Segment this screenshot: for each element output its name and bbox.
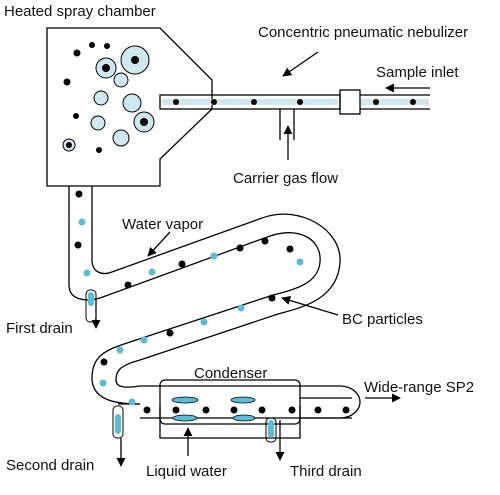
- condenser-jacket: [159, 379, 301, 425]
- label-bc-particles: BC particles: [342, 311, 423, 328]
- second-drain-water: [115, 414, 121, 434]
- third-drain-water: [268, 420, 274, 438]
- tube-particles: [74, 190, 350, 414]
- nebulizer-bore: [162, 99, 338, 105]
- sample-inlet-tube: [360, 94, 430, 110]
- first-drain-water: [88, 292, 94, 306]
- condenser-liquid: [171, 396, 256, 422]
- outlet-tube: [300, 397, 352, 419]
- carrier-gas-tube: [279, 109, 295, 140]
- condenser-tube-bottom: [118, 403, 340, 419]
- label-sample-inlet: Sample inlet: [376, 64, 459, 81]
- water-vapor-arrow: [147, 231, 171, 257]
- label-liquid-water: Liquid water: [146, 463, 227, 480]
- condenser-tube-end: [339, 385, 361, 419]
- label-first-drain: First drain: [6, 320, 73, 337]
- spray-chamber-outline: [46, 27, 213, 187]
- label-condenser: Condenser: [194, 365, 267, 382]
- label-third-drain: Third drain: [290, 463, 362, 480]
- nebulizer-body: [339, 89, 361, 115]
- label-carrier-gas: Carrier gas flow: [233, 170, 338, 187]
- label-chamber: Heated spray chamber: [4, 3, 156, 20]
- second-drain-tube: [112, 405, 124, 439]
- label-water-vapor: Water vapor: [122, 216, 203, 233]
- condenser-jacket-lower: [159, 406, 301, 439]
- nebulizer-arrow: [282, 51, 319, 77]
- third-drain-tube: [265, 417, 277, 443]
- aerosol-droplets: [62, 42, 155, 153]
- nebulizer-particles: [173, 99, 416, 105]
- serpentine-tube-outer: [68, 232, 321, 405]
- label-nebulizer: Concentric pneumatic nebulizer: [258, 24, 468, 41]
- label-wide-range: Wide-range SP2: [364, 379, 474, 396]
- label-second-drain: Second drain: [6, 457, 94, 474]
- sample-inlet-bore: [361, 99, 429, 105]
- bc-particles-arrow: [281, 296, 339, 316]
- serpentine-tube-inner: [91, 213, 341, 388]
- chamber-outlet-tube: [68, 186, 93, 285]
